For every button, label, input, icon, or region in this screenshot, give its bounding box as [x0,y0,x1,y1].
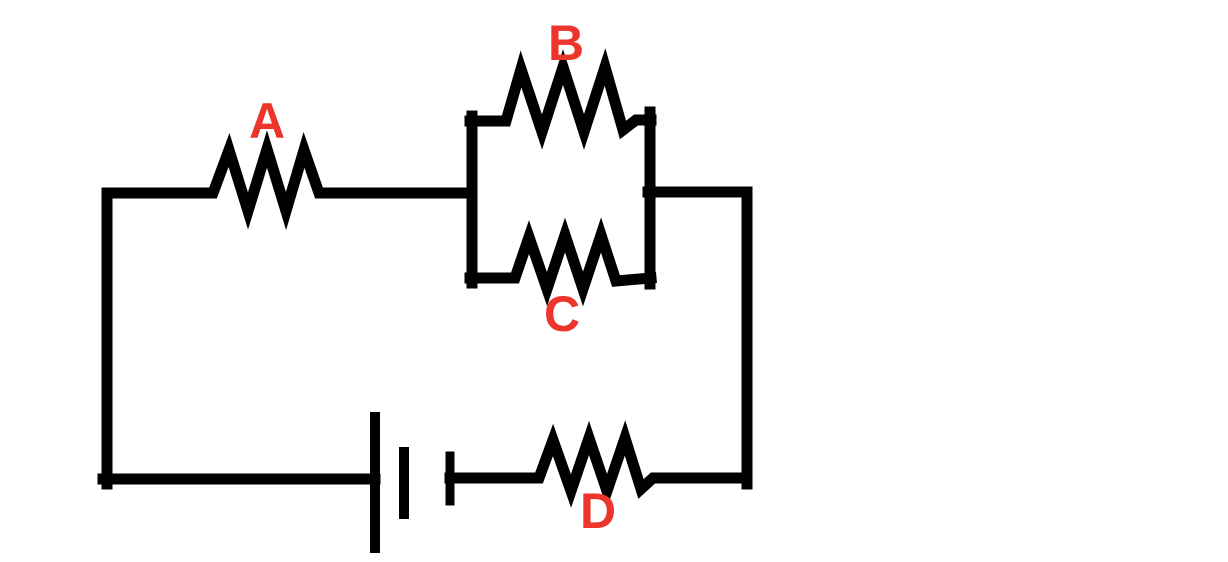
resistor-b-symbol [464,48,657,150]
component-labels: A B C D [249,15,616,539]
resistor-d-symbol [444,420,753,509]
circuit-wires [97,48,753,553]
label-resistor-d: D [580,483,616,539]
wire-right-side [642,186,753,490]
label-resistor-a: A [249,93,285,149]
resistor-a-symbol [101,130,476,490]
label-resistor-c: C [544,286,580,342]
label-resistor-b: B [548,15,584,71]
resistor-c-symbol [464,217,657,307]
